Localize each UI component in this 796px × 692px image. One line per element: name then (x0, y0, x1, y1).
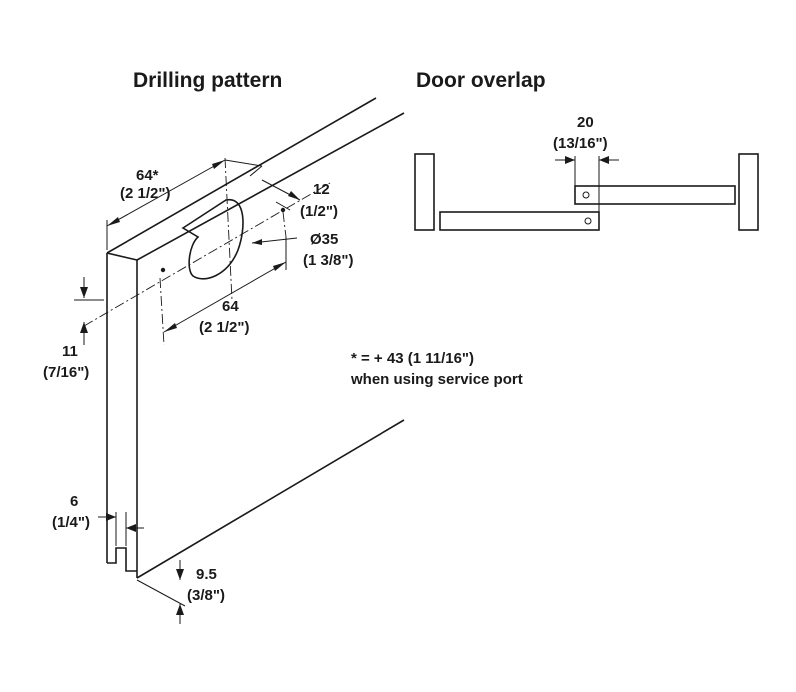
door-overlap-heading: Door overlap (416, 69, 546, 92)
pivot-marker (584, 217, 592, 225)
spacing-dimension-imperial: (2 1/2") (199, 319, 249, 336)
door-overlap-diagram (414, 153, 759, 231)
upper-door (574, 185, 736, 205)
screw-hole (280, 207, 286, 213)
width-dimension-value: 64* (136, 167, 159, 184)
spacing-dimension (163, 237, 287, 333)
depth-dimension-value: 9.5 (196, 566, 217, 583)
service-port-note-line2: when using service port (350, 371, 523, 388)
height-dimension-value: 11 (62, 343, 78, 360)
width-dimension-imperial: (2 1/2") (120, 185, 170, 202)
groove-dimension-imperial: (1/4") (52, 514, 90, 531)
overlap-dimension-imperial: (13/16") (553, 135, 608, 152)
right-cabinet-side (738, 153, 759, 231)
edge-dimension (261, 179, 301, 211)
depth-dimension-imperial: (3/8") (187, 587, 225, 604)
depth-dimension (136, 560, 186, 624)
spacing-dimension-value: 64 (222, 298, 239, 315)
edge-dimension-value: 12 (313, 181, 330, 198)
screw-hole (160, 267, 166, 273)
service-port-note-line1: * = + 43 (1 11/16") (351, 350, 474, 367)
overlap-dimension-value: 20 (577, 114, 594, 131)
cup-hole (181, 199, 244, 280)
height-dimension (74, 277, 104, 345)
lower-door (439, 211, 600, 231)
left-cabinet-side (414, 153, 435, 231)
cabinet-panel (106, 97, 405, 579)
diameter-value: Ø35 (310, 231, 338, 248)
height-dimension-imperial: (7/16") (43, 364, 89, 381)
groove-dimension (98, 512, 144, 546)
center-lines (83, 157, 331, 346)
width-dimension (106, 159, 263, 250)
diameter-leader (251, 237, 298, 245)
groove-dimension-value: 6 (70, 493, 78, 510)
drilling-pattern-heading: Drilling pattern (133, 69, 282, 92)
edge-dimension-imperial: (1/2") (300, 203, 338, 220)
diameter-imperial: (1 3/8") (303, 252, 353, 269)
pivot-marker (582, 191, 590, 199)
